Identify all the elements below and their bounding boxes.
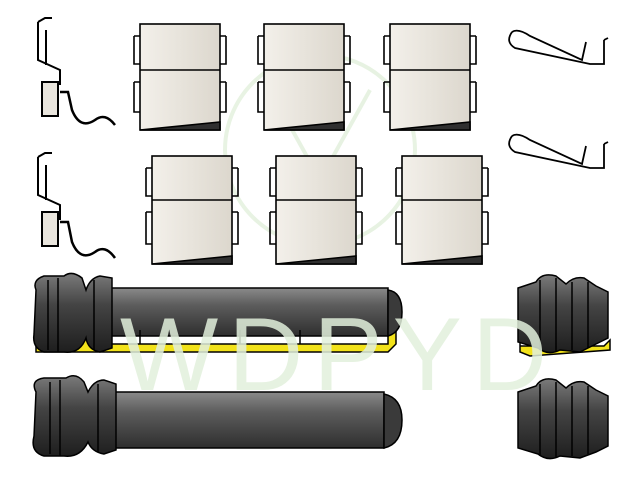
anti-rattle-shim-icon	[257, 23, 351, 131]
anti-rattle-shim-icon	[269, 155, 363, 265]
wire-spring-icon	[508, 133, 609, 169]
guide-pin-icon	[32, 375, 403, 457]
anti-rattle-shim-icon	[133, 23, 227, 131]
spring-clip-icon	[37, 152, 117, 259]
guide-pin-icon	[32, 272, 403, 353]
spring-clip-icon	[37, 17, 116, 126]
anti-rattle-shim-icon	[383, 23, 477, 131]
dust-boot-icon	[517, 378, 609, 460]
watermark-text: WDPYD	[120, 297, 558, 413]
anti-rattle-shim-icon	[395, 155, 489, 265]
dust-boot-icon	[517, 274, 611, 357]
anti-rattle-shim-icon	[145, 155, 239, 265]
wire-spring-icon	[508, 29, 609, 65]
